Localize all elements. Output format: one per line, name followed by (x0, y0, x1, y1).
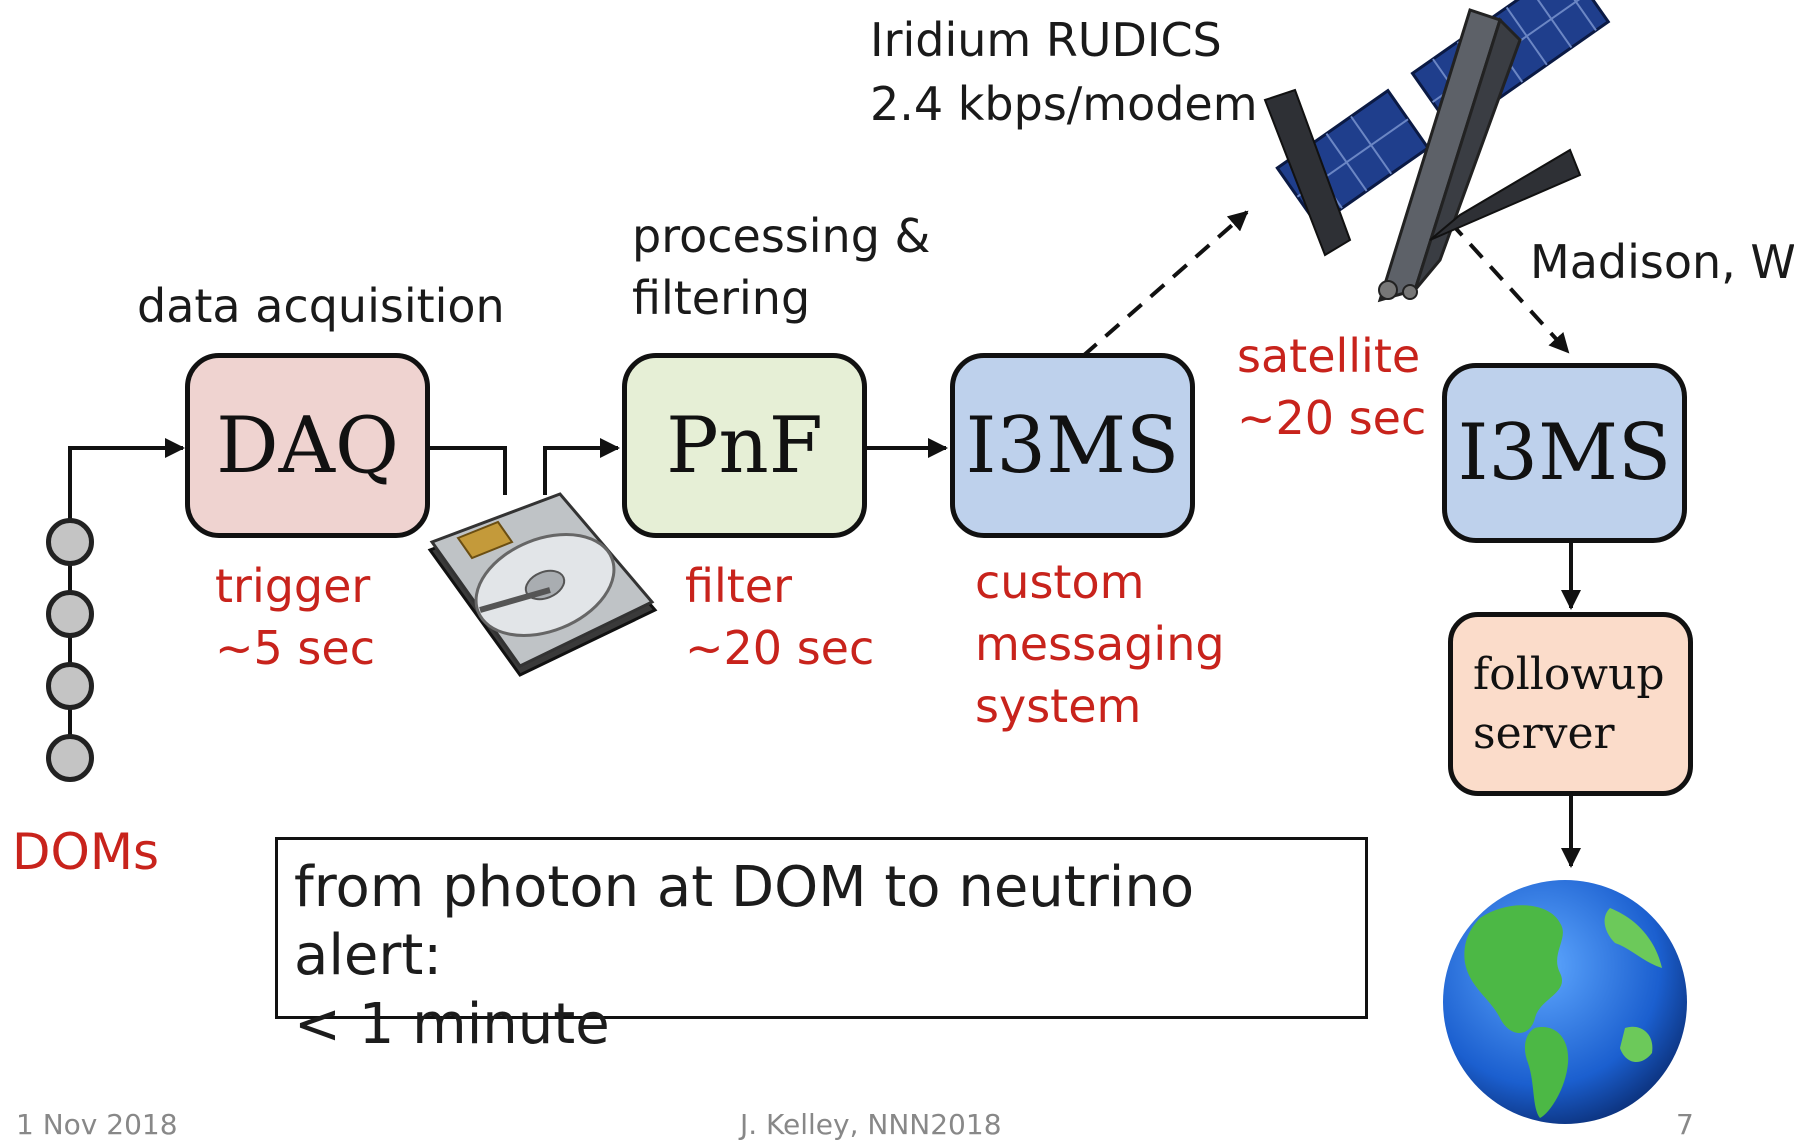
footer-author: J. Kelley, NNN2018 (740, 1108, 1002, 1141)
daq-latency-line1: trigger (215, 559, 371, 613)
i3ms-north-box-label: I3MS (1457, 408, 1672, 498)
daq-caption: data acquisition (137, 279, 505, 333)
summary-line2: < 1 minute (294, 991, 610, 1057)
satellite-link-line2: 2.4 kbps/modem (870, 77, 1258, 131)
daq-latency-line2: ~5 sec (215, 621, 375, 675)
pnf-caption-line1: processing & (632, 209, 931, 263)
satellite-icon (1263, 0, 1611, 303)
dom-sphere (46, 662, 94, 710)
daq-to-disk-line (430, 446, 507, 495)
dom-sphere (46, 590, 94, 638)
earth-globe-icon (1443, 880, 1687, 1124)
footer-date: 1 Nov 2018 (16, 1108, 178, 1141)
followup-server-line2: server (1473, 708, 1615, 759)
i3ms-desc-line3: system (975, 679, 1142, 733)
pnf-caption-line2: filtering (632, 271, 811, 325)
i3ms-desc-line1: custom (975, 555, 1145, 609)
disk-to-pnf-arrow (543, 438, 620, 495)
dom-sphere (46, 734, 94, 782)
satellite-link-line1: Iridium RUDICS (870, 13, 1222, 67)
pnf-latency-line1: filter (685, 559, 793, 613)
satellite-label: satellite (1237, 329, 1421, 383)
daq-box-label: DAQ (216, 400, 399, 491)
daq-box: DAQ (185, 353, 430, 538)
satellite-latency: ~20 sec (1237, 391, 1427, 445)
doms-to-daq-arrow (68, 438, 185, 510)
i3ms-pole-box-label: I3MS (965, 400, 1180, 491)
hard-drive-icon (427, 492, 658, 677)
pnf-latency-line2: ~20 sec (685, 621, 875, 675)
pnf-box: PnF (622, 353, 867, 538)
summary-line1: from photon at DOM to neutrino alert: (294, 855, 1195, 989)
footer-page-number: 7 (1676, 1108, 1694, 1141)
destination-label: Madison, WI (1530, 235, 1794, 289)
doms-label: DOMs (12, 823, 160, 881)
uplink-dashed-arrow (1081, 210, 1249, 358)
i3ms-north-box: I3MS (1442, 363, 1687, 543)
pnf-box-label: PnF (666, 400, 823, 491)
i3ms-pole-box: I3MS (950, 353, 1195, 538)
followup-server-box: followup server (1448, 612, 1693, 796)
followup-server-line1: followup (1473, 648, 1665, 700)
i3ms-desc-line2: messaging (975, 617, 1225, 671)
dom-sphere (46, 518, 94, 566)
summary-box: from photon at DOM to neutrino alert: < … (275, 837, 1368, 1057)
